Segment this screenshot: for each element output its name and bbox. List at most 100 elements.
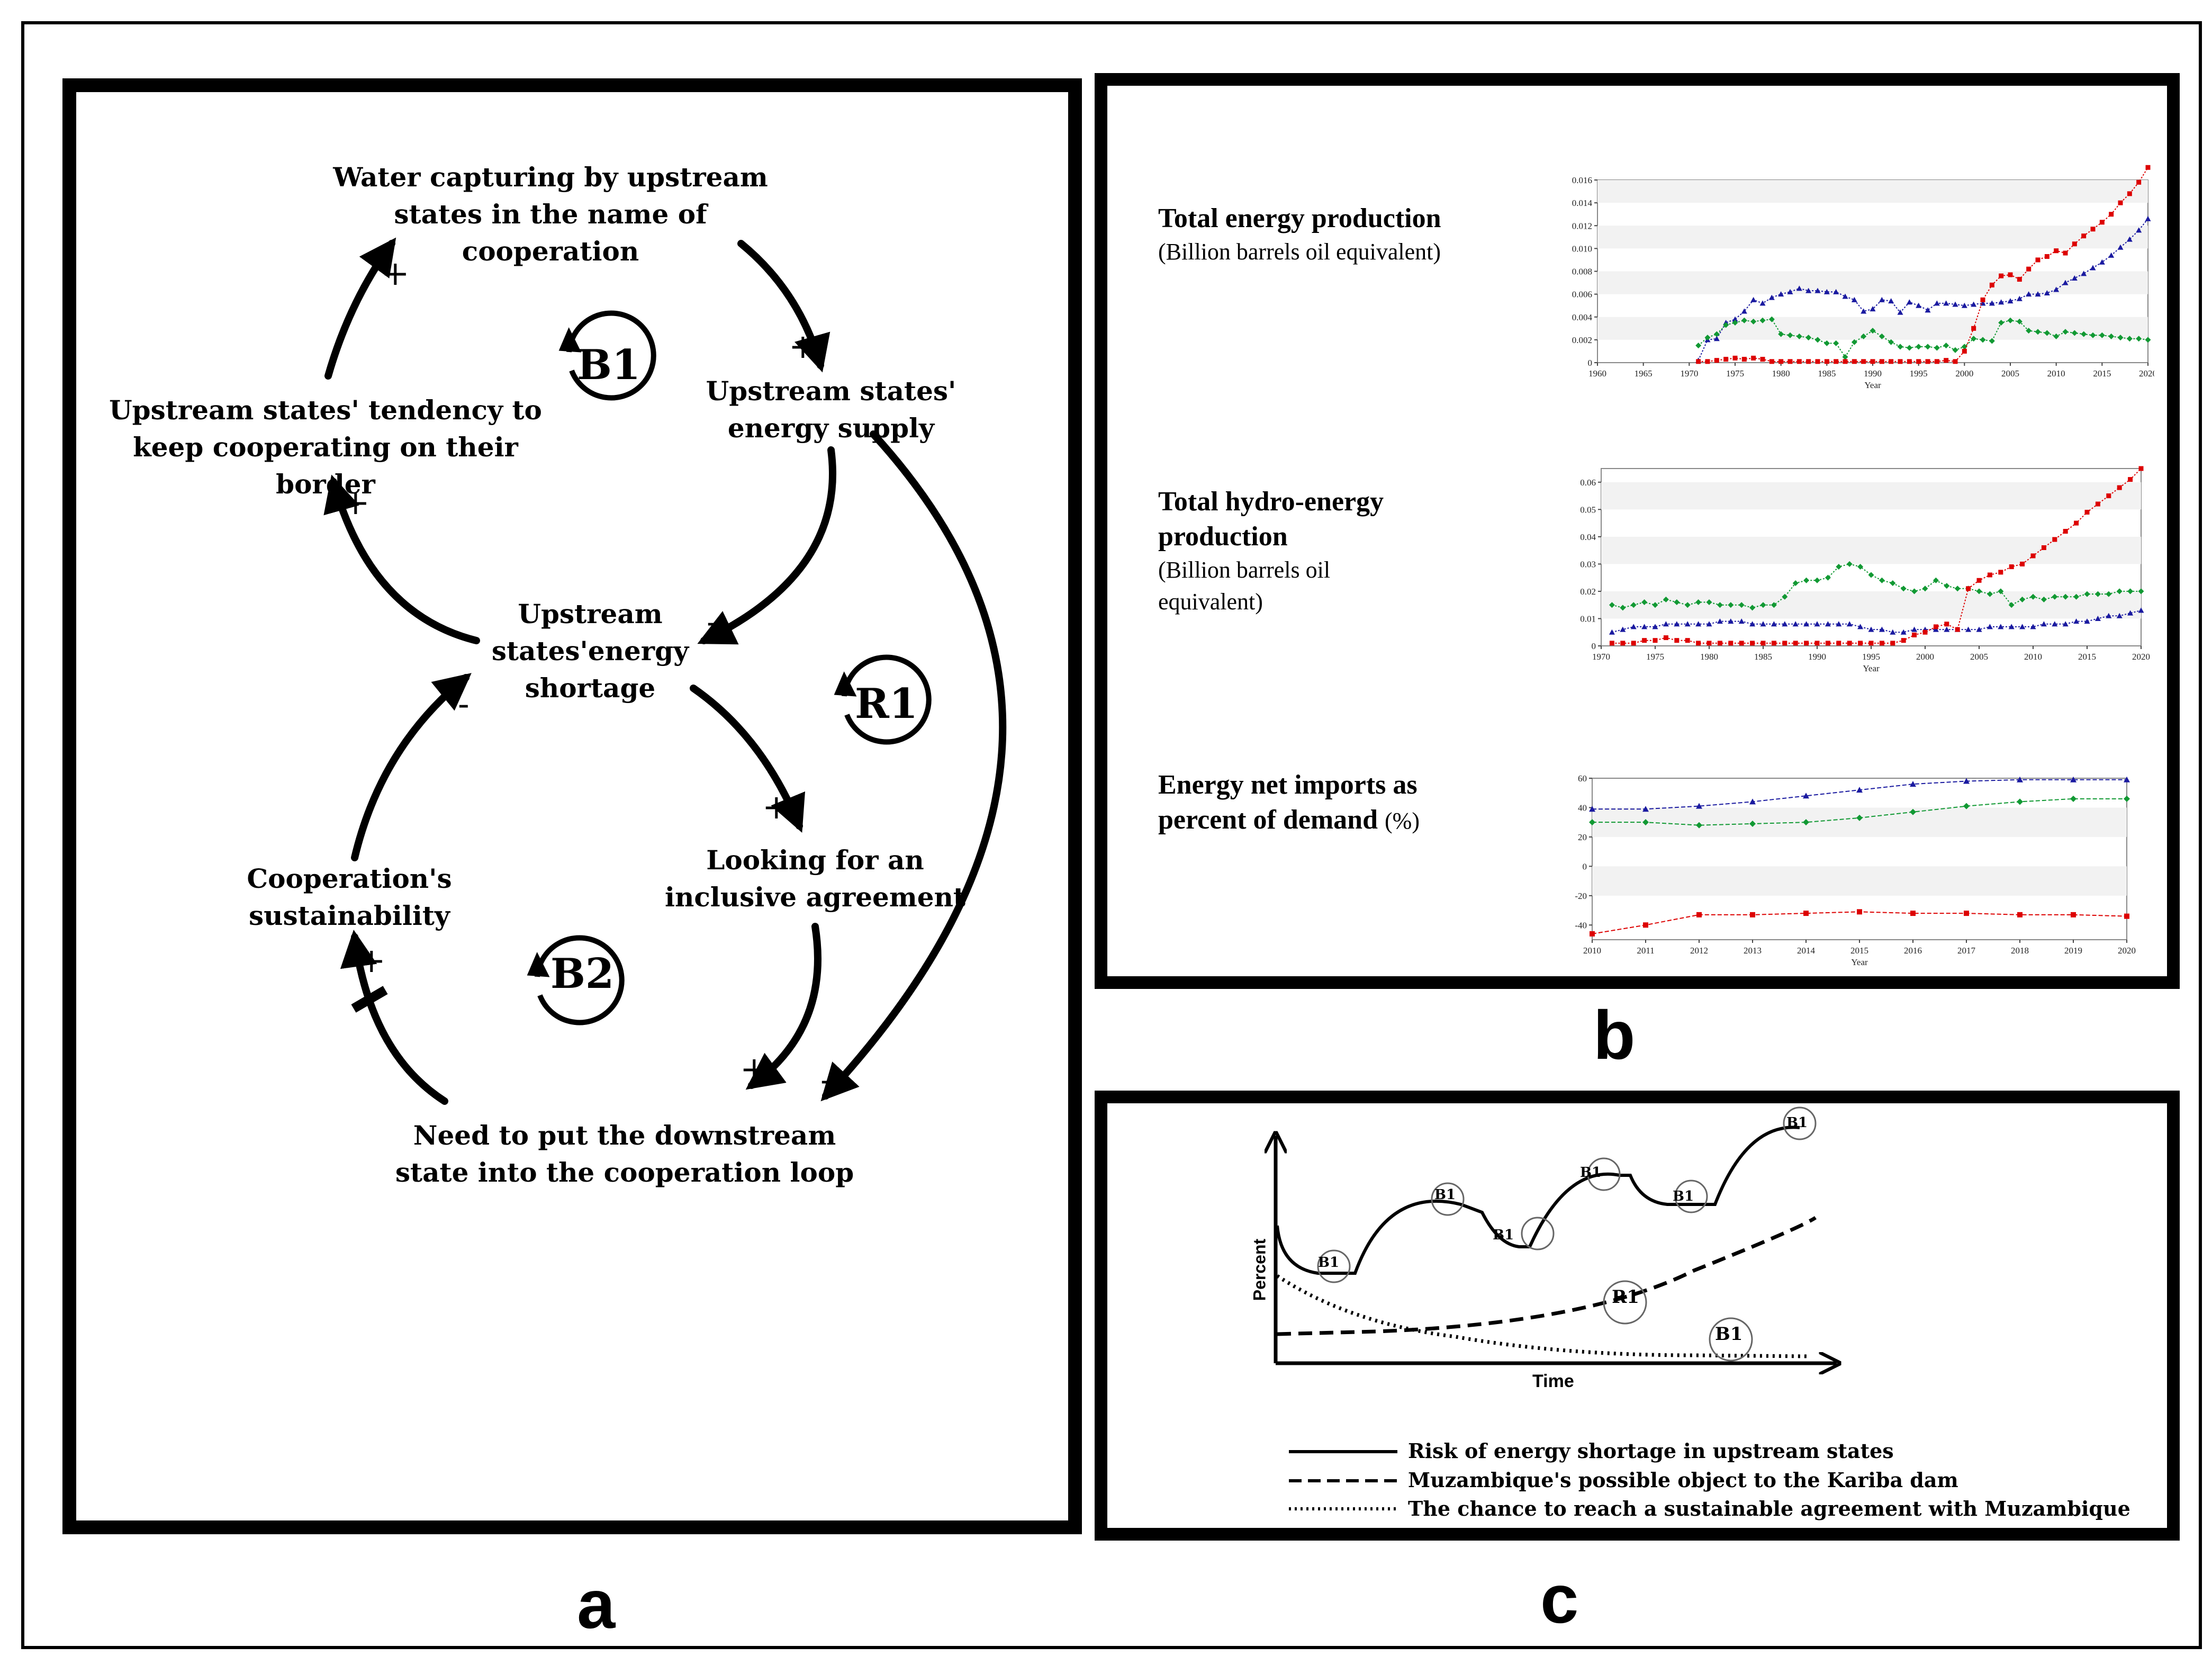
data-point bbox=[2126, 336, 2133, 342]
data-point bbox=[1768, 294, 1775, 300]
c-b1-label: B1 bbox=[1580, 1165, 1602, 1181]
data-point bbox=[1965, 626, 1972, 632]
x-axis-label: Year bbox=[1864, 380, 1881, 390]
x-tick-label: 1980 bbox=[1772, 368, 1790, 379]
data-point bbox=[2062, 280, 2069, 285]
c-loop-icon bbox=[1709, 1317, 1753, 1362]
data-point bbox=[2019, 596, 2026, 602]
data-point bbox=[2084, 509, 2090, 515]
data-point bbox=[1989, 282, 1994, 287]
data-point bbox=[2117, 485, 2122, 490]
data-point bbox=[1911, 588, 1918, 595]
data-point bbox=[1630, 624, 1637, 629]
data-point bbox=[2044, 330, 2050, 336]
data-point bbox=[1643, 922, 1648, 928]
data-point bbox=[1713, 336, 1720, 341]
data-point bbox=[1861, 308, 1867, 314]
chart1-title: Total energy production bbox=[1158, 203, 1441, 233]
series-line bbox=[1612, 610, 2142, 633]
data-point bbox=[1741, 357, 1747, 362]
data-point bbox=[2019, 624, 2026, 629]
data-point bbox=[2053, 333, 2060, 339]
data-point bbox=[1976, 588, 1982, 595]
data-point bbox=[1868, 641, 1874, 646]
data-point bbox=[1630, 602, 1637, 608]
data-point bbox=[1589, 819, 1595, 826]
data-point bbox=[2099, 259, 2105, 265]
data-point bbox=[2041, 621, 2047, 627]
x-tick-label: 2000 bbox=[1955, 368, 1973, 379]
y-tick-label: 0.05 bbox=[1580, 505, 1596, 515]
data-point bbox=[2084, 618, 2090, 624]
data-point bbox=[1870, 306, 1876, 312]
y-tick-label: 40 bbox=[1578, 803, 1587, 813]
loop-b2-symbol bbox=[527, 935, 625, 1025]
series-line bbox=[1698, 218, 2148, 361]
data-point bbox=[1663, 635, 1668, 641]
x-tick-label: 2014 bbox=[1797, 946, 1816, 956]
data-point bbox=[1750, 912, 1755, 917]
polarity-minus: - bbox=[820, 1060, 832, 1100]
data-point bbox=[2127, 191, 2132, 196]
data-point bbox=[2026, 266, 2032, 272]
data-point bbox=[1759, 317, 1766, 323]
y-tick-label: 0.02 bbox=[1580, 587, 1596, 597]
data-point bbox=[2035, 329, 2041, 335]
x-tick-label: 1980 bbox=[1700, 652, 1718, 662]
data-point bbox=[2009, 564, 2014, 570]
data-point bbox=[1739, 641, 1744, 646]
data-point bbox=[2007, 298, 2014, 304]
loop-b2-label: B2 bbox=[550, 950, 615, 998]
data-point bbox=[2070, 795, 2076, 802]
x-tick-label: 2015 bbox=[2078, 652, 2096, 662]
data-point bbox=[1952, 347, 1958, 353]
data-point bbox=[2063, 529, 2068, 534]
data-point bbox=[1933, 626, 1939, 632]
data-point bbox=[1910, 808, 1916, 815]
chart1-subtitle: (Billion barrels oil equivalent) bbox=[1158, 239, 1441, 265]
data-point bbox=[1704, 335, 1711, 341]
data-point bbox=[1856, 787, 1863, 793]
x-tick-label: 2020 bbox=[2132, 652, 2150, 662]
y-tick-label: 0.016 bbox=[1572, 175, 1592, 185]
arrow-supply-to-shortage bbox=[697, 446, 836, 645]
data-point bbox=[1771, 641, 1776, 646]
data-point bbox=[1890, 629, 1896, 635]
data-point bbox=[2099, 332, 2105, 338]
data-point bbox=[1916, 302, 1922, 308]
c-loop-icon bbox=[1603, 1280, 1647, 1325]
data-point bbox=[1814, 577, 1820, 583]
data-point bbox=[1749, 798, 1756, 805]
data-point bbox=[1934, 345, 1940, 351]
data-point bbox=[1922, 629, 1928, 635]
data-point bbox=[1987, 572, 1992, 578]
y-tick-label: 0.004 bbox=[1572, 312, 1593, 322]
data-point bbox=[1750, 641, 1755, 646]
data-point bbox=[1836, 621, 1842, 627]
x-tick-label: 1995 bbox=[1862, 652, 1880, 662]
c-loop-icon bbox=[1674, 1180, 1708, 1213]
data-point bbox=[1741, 308, 1747, 314]
data-point bbox=[1925, 307, 1931, 313]
data-point bbox=[1684, 621, 1691, 627]
data-point bbox=[1966, 586, 1971, 591]
data-point bbox=[1717, 602, 1723, 608]
data-point bbox=[2017, 798, 2023, 805]
data-point bbox=[2106, 493, 2111, 499]
data-point bbox=[1934, 359, 1939, 364]
data-point bbox=[1922, 586, 1928, 592]
x-tick-label: 1990 bbox=[1864, 368, 1882, 379]
y-tick-label: 0 bbox=[1583, 861, 1587, 871]
data-point bbox=[2094, 615, 2101, 621]
data-point bbox=[1833, 289, 1839, 294]
data-point bbox=[1589, 806, 1595, 812]
data-point bbox=[2136, 336, 2142, 342]
data-point bbox=[1805, 287, 1812, 293]
data-point bbox=[2095, 501, 2100, 507]
data-point bbox=[1652, 602, 1658, 608]
node-tendency: Upstream states' tendency to keep cooper… bbox=[109, 394, 542, 500]
data-point bbox=[1953, 359, 1958, 364]
data-point bbox=[1944, 626, 1950, 632]
data-point bbox=[1728, 618, 1734, 624]
